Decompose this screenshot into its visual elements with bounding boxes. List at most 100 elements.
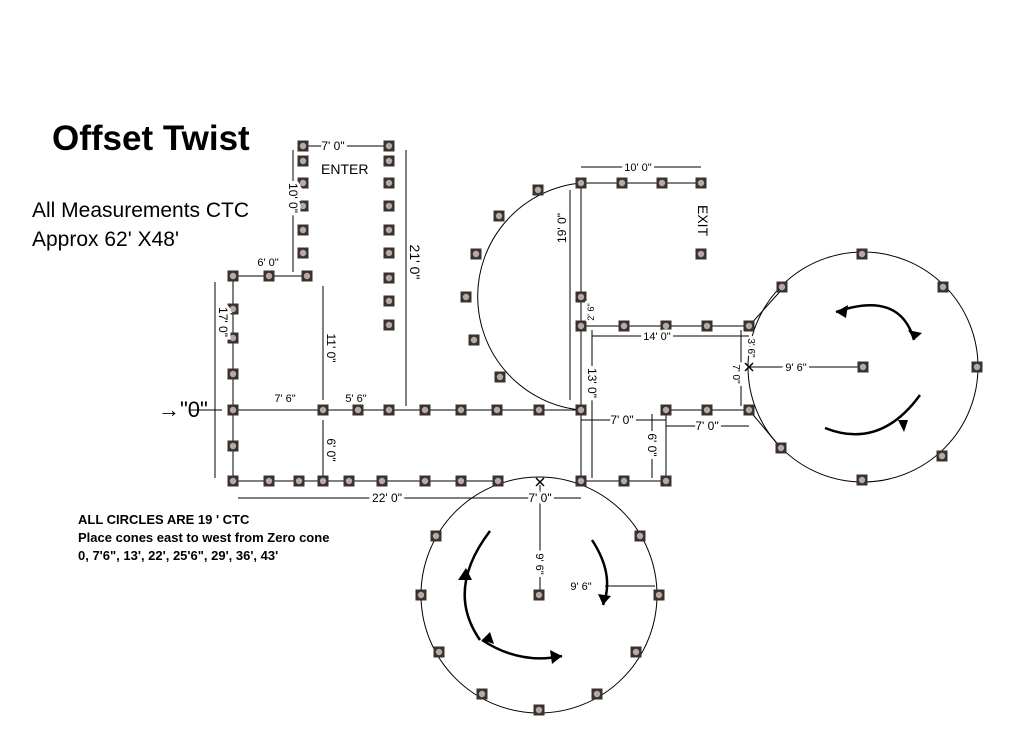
cone-marker <box>494 371 506 383</box>
dimension-lines <box>190 145 749 590</box>
upper-half-circle-outline <box>477 182 582 411</box>
cone-marker <box>856 474 868 486</box>
cone-marker <box>227 270 239 282</box>
cone-marker <box>383 295 395 307</box>
cone-marker <box>660 475 672 487</box>
cones-layer <box>227 140 983 716</box>
cone-marker <box>575 404 587 416</box>
cone-marker <box>455 404 467 416</box>
dim-top-10: 10' 0" <box>624 162 652 174</box>
cone-marker <box>415 589 427 601</box>
page-title: Offset Twist <box>52 119 250 158</box>
cone-marker <box>227 475 239 487</box>
cone-marker <box>297 224 309 236</box>
cone-marker <box>343 475 355 487</box>
dim-lower-gap: 6' 0" <box>324 438 338 461</box>
dim-small-2-6: 2' 6" <box>586 303 596 320</box>
dim-half-circle-19: 19' 0" <box>555 213 569 243</box>
bottom-circle-arrow-left <box>463 530 491 641</box>
cone-marker <box>383 200 395 212</box>
cone-marker <box>575 475 587 487</box>
cone-marker <box>352 404 364 416</box>
cone-marker <box>293 475 305 487</box>
cone-marker <box>591 688 603 700</box>
cone-marker <box>492 475 504 487</box>
dim-bottom-22: 22' 0" <box>372 491 402 505</box>
cone-marker <box>775 442 787 454</box>
cone-marker <box>419 404 431 416</box>
cone-marker <box>575 320 587 332</box>
cone-marker <box>532 184 544 196</box>
cone-marker <box>618 320 630 332</box>
dim-right-7: 7' 0" <box>695 419 718 433</box>
cone-marker <box>656 177 668 189</box>
cone-marker <box>618 475 630 487</box>
right-circle-arrow-top <box>835 304 916 341</box>
arrow-heads <box>458 305 922 664</box>
cone-marker <box>701 404 713 416</box>
cone-marker <box>695 177 707 189</box>
cone-marker <box>743 320 755 332</box>
note-distances: 0, 7'6", 13', 22', 25'6", 29', 36', 43' <box>78 548 279 563</box>
cone-marker <box>297 140 309 152</box>
dim-right-radius: 9' 6" <box>785 362 806 374</box>
note-circles: ALL CIRCLES ARE 19 ' CTC <box>78 512 250 527</box>
cone-marker <box>971 361 983 373</box>
cone-marker <box>383 404 395 416</box>
dim-bottom-radius-v: 9' 6" <box>533 553 545 574</box>
cone-marker <box>419 475 431 487</box>
dim-right-3-6: 3' 6" <box>745 338 756 358</box>
cone-marker <box>383 272 395 284</box>
cone-marker <box>227 440 239 452</box>
cone-marker <box>317 475 329 487</box>
exit-label: EXIT <box>695 205 711 237</box>
cone-marker <box>383 319 395 331</box>
cone-marker <box>383 224 395 236</box>
cone-marker <box>653 589 665 601</box>
cone-marker <box>430 530 442 542</box>
cone-marker <box>776 281 788 293</box>
dim-seg-5-6: 5' 6" <box>345 393 366 405</box>
cone-marker <box>533 404 545 416</box>
dim-lane-long: 21' 0" <box>407 245 423 280</box>
cone-marker <box>455 475 467 487</box>
dim-mid-13: 13' 0" <box>585 368 599 398</box>
cone-marker <box>857 361 869 373</box>
cone-marker <box>317 404 329 416</box>
cone-marker <box>575 291 587 303</box>
dim-enter-length: 10' 0" <box>286 183 300 213</box>
dim-right-7-vert: 7' 0" <box>730 364 741 384</box>
cone-marker <box>491 404 503 416</box>
cone-marker <box>297 200 309 212</box>
cone-marker <box>937 281 949 293</box>
dim-mid-7: 7' 0" <box>610 413 633 427</box>
cone-marker <box>493 210 505 222</box>
cone-marker <box>297 155 309 167</box>
dim-enter-width: 7' 0" <box>321 139 344 153</box>
cone-marker <box>630 646 642 658</box>
x-markers <box>535 362 754 487</box>
cone-marker <box>383 247 395 259</box>
cone-marker <box>301 270 313 282</box>
right-circle-arrow-bottom <box>824 394 922 436</box>
cone-marker <box>227 303 239 315</box>
cone-marker <box>383 177 395 189</box>
enter-label: ENTER <box>321 161 368 177</box>
cone-marker <box>701 320 713 332</box>
cone-marker <box>227 368 239 380</box>
cone-marker <box>227 404 239 416</box>
cone-marker <box>936 450 948 462</box>
cone-marker <box>533 704 545 716</box>
cone-marker <box>470 248 482 260</box>
dim-seg-7-6: 7' 6" <box>274 393 295 405</box>
subtitle-measurements: All Measurements CTC <box>32 199 250 222</box>
cone-marker <box>695 248 707 260</box>
cone-marker <box>383 155 395 167</box>
cone-marker <box>263 475 275 487</box>
dim-upper-left-width: 6' 0" <box>257 257 278 269</box>
cone-marker <box>476 688 488 700</box>
cone-marker <box>433 646 445 658</box>
cone-marker <box>660 320 672 332</box>
dim-bottom-radius-h: 9' 6" <box>570 581 591 593</box>
